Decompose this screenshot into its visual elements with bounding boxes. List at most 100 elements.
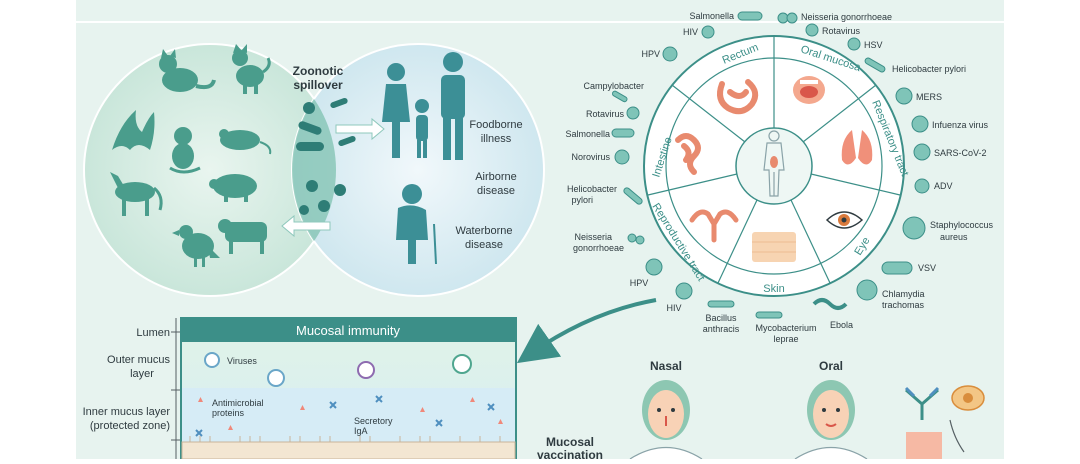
- intestine-icon: [675, 133, 701, 175]
- spillover-arrow-right: [335, 117, 385, 141]
- antimicrobial-protein-icons: [198, 397, 503, 430]
- cow-icon: [218, 219, 267, 254]
- label-norovirus: Norovirus: [571, 152, 610, 162]
- label-chlamydia-line2: trachomas: [882, 300, 925, 310]
- child-icon: [415, 99, 429, 158]
- tissue-icon: [906, 432, 942, 459]
- wheel-spokes: [647, 36, 901, 284]
- rodent-icon: [219, 129, 272, 155]
- adv-icon: [914, 178, 930, 194]
- secretory-iga-label-line2: IgA: [354, 426, 368, 436]
- label-salmonella-left: Salmonella: [565, 129, 610, 139]
- mucosa-viruses: [204, 352, 472, 387]
- label-sars: SARS-CoV-2: [934, 148, 987, 158]
- label-hiv-bottom: HIV: [666, 303, 681, 313]
- outer-mucus-label-line2: layer: [130, 368, 154, 380]
- label-neisseria-top: Neisseria gonorrhoeae: [801, 12, 892, 22]
- lumen-label: Lumen: [136, 327, 170, 339]
- label-vsv: VSV: [918, 263, 936, 273]
- label-neisseria-left-line1: Neisseria: [574, 232, 612, 242]
- colon-icon: [717, 79, 759, 115]
- foodborne-label-line2: illness: [481, 133, 512, 145]
- label-campylobacter: Campylobacter: [583, 81, 644, 91]
- inner-mucus-label-line2: (protected zone): [90, 420, 170, 432]
- dog-icon: [232, 44, 271, 94]
- label-myco-line1: Mycobacterium: [755, 323, 816, 333]
- norovirus-icon: [614, 149, 630, 165]
- secretory-iga-label-line1: Secretory: [354, 416, 393, 426]
- viruses-label: Viruses: [227, 356, 257, 366]
- label-chlamydia-line1: Chlamydia: [882, 289, 925, 299]
- label-influenza: Infuenza virus: [932, 120, 989, 130]
- woman-icon: [382, 63, 410, 158]
- neisseria-left-icon: [627, 233, 637, 243]
- label-salmonella-top: Salmonella: [689, 11, 734, 21]
- man-icon: [441, 52, 465, 160]
- rotavirus-top-icon: [805, 23, 819, 37]
- mers-icon: [895, 87, 913, 105]
- spillover-pathogens: [296, 97, 356, 215]
- elderly-icon: [396, 184, 437, 265]
- staph-icon: [902, 216, 926, 240]
- campylobacter-icon: [611, 90, 628, 103]
- lungs-icon: [841, 130, 873, 165]
- label-hpv-top: HPV: [641, 49, 660, 59]
- organ-icons: [675, 76, 873, 262]
- label-bacillus-line2: anthracis: [703, 324, 740, 334]
- vaccination-label-line2: vaccination: [537, 448, 603, 459]
- sars-icon: [913, 143, 931, 161]
- rotavirus-left-icon: [626, 106, 640, 120]
- oral-head-icon: [794, 380, 868, 460]
- wheel-to-immunity-arrow: [516, 298, 657, 364]
- bacillus-icon: [707, 300, 735, 308]
- waterborne-label-line1: Waterborne: [455, 225, 512, 237]
- hpv-top-icon: [662, 46, 678, 62]
- ebola-icon: [812, 298, 848, 310]
- pathogen-labels: Salmonella HIV HPV Neisseria gonorrhoeae…: [565, 11, 993, 344]
- chlamydia-icon: [856, 279, 878, 301]
- airborne-label-line1: Airborne: [475, 171, 517, 183]
- mucosal-title: Mucosal immunity: [296, 323, 401, 338]
- inner-mucus-label-line1: Inner mucus layer: [83, 406, 171, 418]
- zoonotic-venn: Zoonotic spillover: [83, 43, 545, 297]
- horse-icon: [110, 172, 163, 216]
- cat-icon: [159, 49, 216, 92]
- waterborne-label-line2: disease: [465, 239, 503, 251]
- body-outline-icon: [763, 130, 785, 197]
- vsv-icon: [881, 261, 913, 275]
- spillover-arrow-left: [281, 214, 331, 238]
- influenza-icon: [911, 115, 929, 133]
- uterus-icon: [689, 209, 739, 243]
- label-hpv-bottom: HPV: [630, 278, 649, 288]
- label-staph-line2: aureus: [940, 232, 968, 242]
- bat-icon: [112, 110, 155, 150]
- pig-icon: [209, 174, 257, 202]
- outer-mucus-label-line1: Outer mucus: [107, 354, 170, 366]
- helicobacter-left-icon: [623, 187, 643, 205]
- label-rotavirus-top: Rotavirus: [822, 26, 861, 36]
- human-silhouettes: [382, 52, 465, 265]
- label-neisseria-left-line2: gonorrhoeae: [573, 243, 624, 253]
- monkey-icon: [169, 127, 201, 174]
- salmonella-top-icon: [737, 11, 763, 21]
- label-staph-line1: Staphylococcus: [930, 220, 994, 230]
- pathogen-glyphs: [611, 11, 931, 319]
- body-gut-icon: [770, 156, 778, 168]
- label-rotavirus-left: Rotavirus: [586, 109, 625, 119]
- antimicrobial-label-line2: proteins: [212, 408, 245, 418]
- foodborne-label-line1: Foodborne: [469, 119, 522, 131]
- mucosal-sites-wheel: Rectum Oral mucosa Respiratory tract Eye…: [643, 35, 911, 297]
- virus-icon: [204, 352, 220, 368]
- label-myco-line2: leprae: [773, 334, 798, 344]
- spillover-label-line1: Zoonotic: [293, 64, 344, 78]
- label-mers: MERS: [916, 92, 942, 102]
- spillover-label-line2: spillover: [293, 78, 343, 92]
- helicobacter-right-icon: [864, 57, 886, 73]
- label-helicobacter-left-line2: pylori: [571, 195, 593, 205]
- hiv-bottom-icon: [675, 282, 693, 300]
- label-hsv: HSV: [864, 40, 883, 50]
- hsv-icon: [847, 37, 861, 51]
- cell-arrow: [949, 419, 965, 453]
